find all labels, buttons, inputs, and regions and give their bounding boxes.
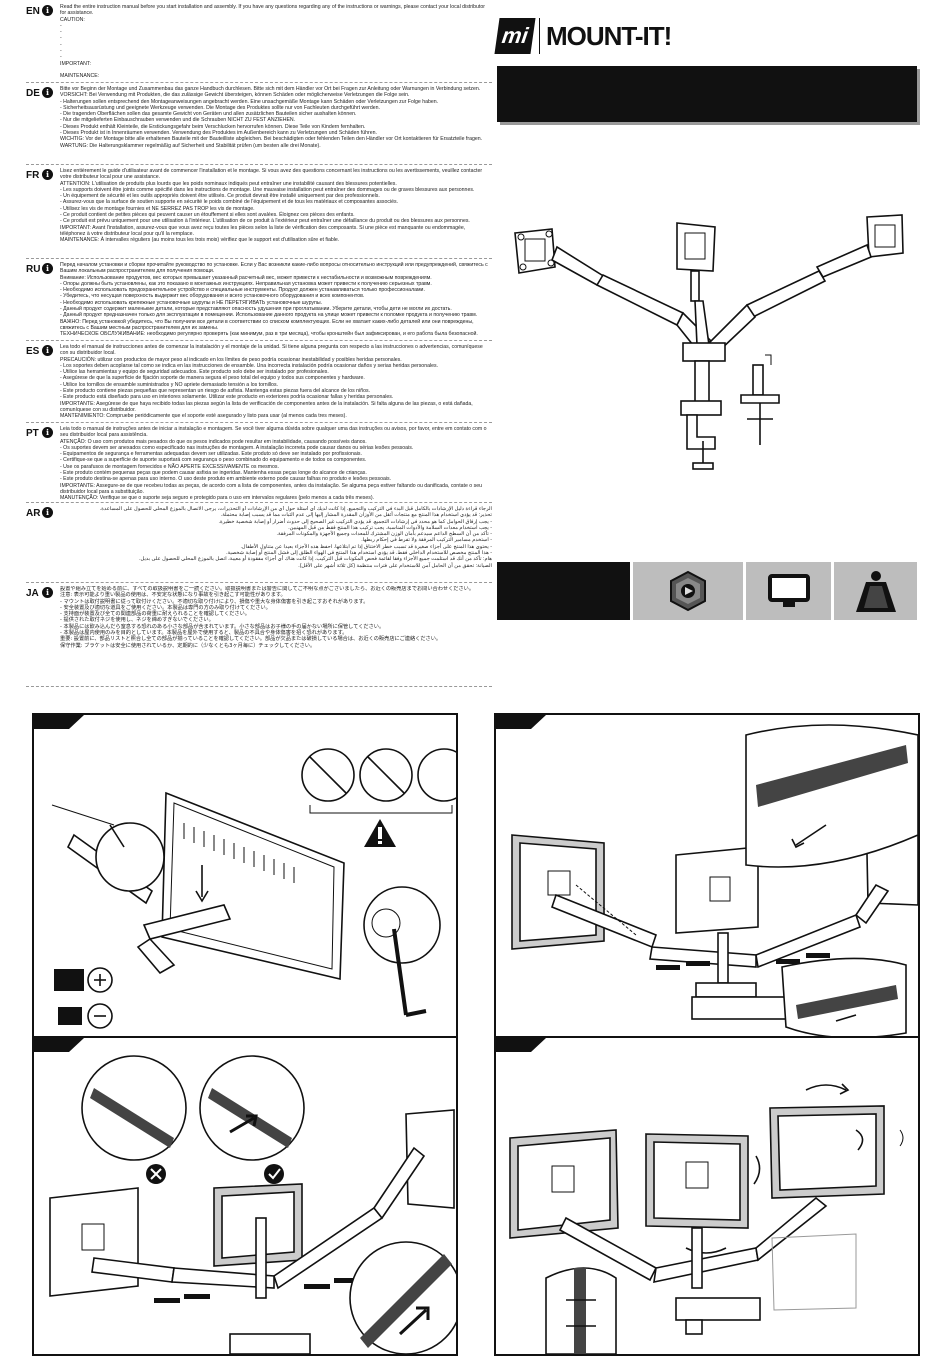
lang-code: RU bbox=[26, 264, 41, 275]
spec-tile-dark bbox=[497, 562, 630, 620]
brand-logo: mi MOUNT-IT! bbox=[494, 18, 672, 54]
step-panel-cable-cover bbox=[494, 713, 920, 1039]
lang-code: JA bbox=[26, 588, 39, 599]
logo-name: MOUNT-IT! bbox=[546, 20, 672, 51]
spec-tiles bbox=[497, 562, 917, 620]
read-manual-icon: ℹ bbox=[42, 169, 53, 180]
title-bar bbox=[497, 66, 917, 122]
lang-text: Lea todo el manual de instrucciones ante… bbox=[60, 344, 483, 420]
spec-tile-monitor bbox=[746, 562, 831, 620]
triple-arm-illustration bbox=[514, 214, 904, 470]
read-manual-icon: ℹ bbox=[42, 587, 53, 598]
read-manual-icon: ℹ bbox=[42, 345, 53, 356]
lang-text: Lisez entièrement le guide d'utilisateur… bbox=[60, 168, 483, 244]
hex-bolt-icon bbox=[670, 570, 706, 612]
lang-text: Leia todo o manual de instruções antes d… bbox=[60, 426, 487, 502]
lang-code: AR bbox=[26, 508, 41, 519]
attach-monitor-illustration bbox=[51, 748, 456, 1029]
lang-code: DE bbox=[26, 88, 40, 99]
spec-tile-bolt bbox=[633, 562, 743, 620]
cable-insert-illustration bbox=[49, 1055, 456, 1354]
step-panel-cable-insert bbox=[32, 1036, 458, 1356]
read-manual-icon: ℹ bbox=[42, 427, 53, 438]
adjust-illustration bbox=[509, 1083, 904, 1354]
lang-code: FR bbox=[26, 170, 40, 181]
step-panel-adjust bbox=[494, 1036, 920, 1356]
read-manual-icon: ℹ bbox=[42, 87, 53, 98]
logo-mark: mi bbox=[494, 18, 536, 54]
cable-cover-illustration bbox=[511, 724, 918, 1037]
read-manual-icon: ℹ bbox=[42, 507, 53, 518]
read-manual-icon: ℹ bbox=[42, 5, 53, 16]
lang-text: الرجاء قراءة دليل الإرشادات بالكامل قبل … bbox=[99, 506, 492, 569]
spec-tile-weight bbox=[834, 562, 917, 620]
lang-code: ES bbox=[26, 346, 40, 357]
monitor-icon bbox=[767, 574, 810, 607]
lang-text: Перед началом установки и сборки прочита… bbox=[60, 262, 488, 338]
lang-code: PT bbox=[26, 428, 39, 439]
weight-icon bbox=[855, 571, 896, 612]
lang-text: Read the entire instruction manual befor… bbox=[60, 4, 485, 80]
lang-text: Bitte vor Beginn der Montage und Zusamme… bbox=[60, 86, 483, 149]
read-manual-icon: ℹ bbox=[42, 263, 53, 274]
lang-code: EN bbox=[26, 6, 40, 17]
step-panel-attach-monitor bbox=[32, 713, 458, 1039]
lang-text: 設置や組み立てを始める前に、すべての取扱説明書をご一読ください。取扱説明書または… bbox=[60, 586, 475, 649]
